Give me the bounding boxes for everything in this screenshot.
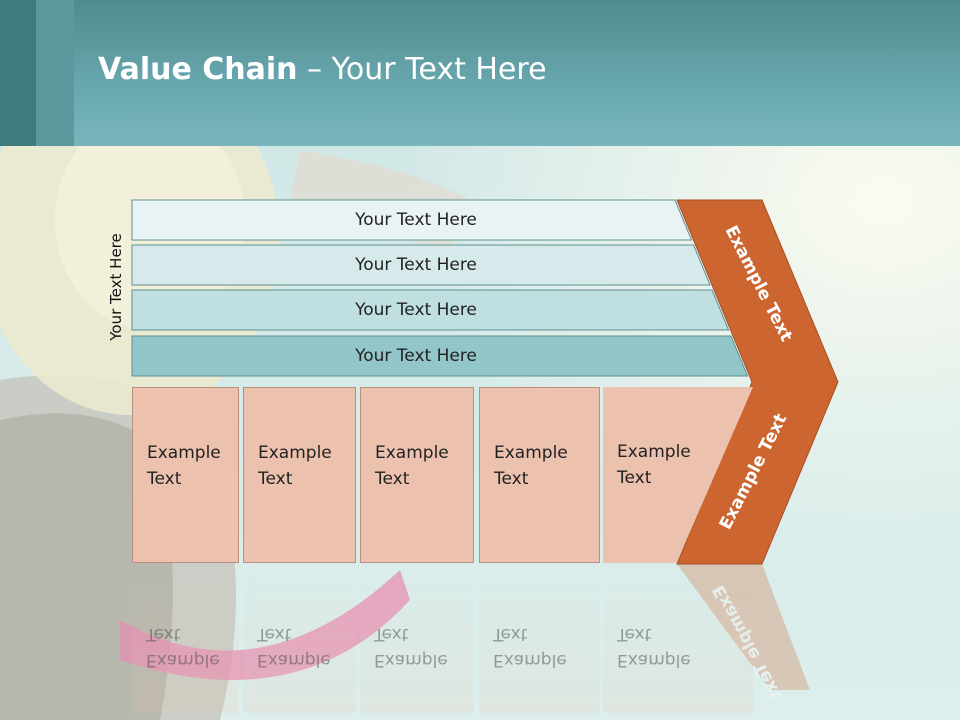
primary-activity-reflection: Example Text bbox=[603, 563, 753, 713]
primary-activity-box: Example Text bbox=[243, 387, 356, 563]
primary-activity-reflection-label: Example Text bbox=[493, 624, 567, 670]
primary-activity-label: Example Text bbox=[617, 442, 691, 488]
support-row bbox=[131, 244, 711, 286]
header-accent-strip bbox=[0, 0, 36, 146]
primary-activity-reflection-label: Example Text bbox=[257, 624, 331, 670]
support-row bbox=[131, 199, 693, 241]
header-accent-strip-light bbox=[36, 0, 74, 146]
slide-title-rest: – Your Text Here bbox=[297, 52, 547, 87]
primary-activity-box: Example Text bbox=[360, 387, 474, 563]
slide-title-bold: Value Chain bbox=[98, 52, 298, 87]
primary-activity-reflection-label: Example Text bbox=[146, 624, 220, 670]
title-bar: Value Chain – Your Text Here bbox=[0, 0, 960, 146]
primary-activity-reflection: Example Text bbox=[360, 563, 474, 713]
support-row-label: Your Text Here bbox=[354, 255, 477, 275]
primary-activity-box: Example Text bbox=[132, 387, 239, 563]
primary-activity-reflection: Example Text bbox=[243, 563, 356, 713]
primary-activity-reflection-label: Example Text bbox=[617, 624, 691, 670]
support-row-label: Your Text Here bbox=[354, 346, 477, 366]
primary-activity-label: Example Text bbox=[494, 443, 568, 489]
support-row bbox=[131, 289, 730, 331]
slide-title: Value Chain – Your Text Here bbox=[98, 52, 547, 87]
support-row-label: Your Text Here bbox=[354, 210, 477, 230]
margin-arrow-reflection-shape bbox=[677, 564, 810, 690]
primary-activity-box: Example Text bbox=[479, 387, 600, 563]
primary-activity-reflection: Example Text bbox=[132, 563, 239, 713]
support-row-label: Your Text Here bbox=[354, 300, 477, 320]
primary-activity-label: Example Text bbox=[147, 443, 221, 489]
margin-arrow bbox=[676, 199, 839, 565]
support-row bbox=[131, 335, 749, 377]
primary-activity-reflection: Example Text bbox=[479, 563, 600, 713]
primary-activity-label: Example Text bbox=[258, 443, 332, 489]
primary-activity-label: Example Text bbox=[375, 443, 449, 489]
primary-activity-reflection-label: Example Text bbox=[374, 624, 448, 670]
